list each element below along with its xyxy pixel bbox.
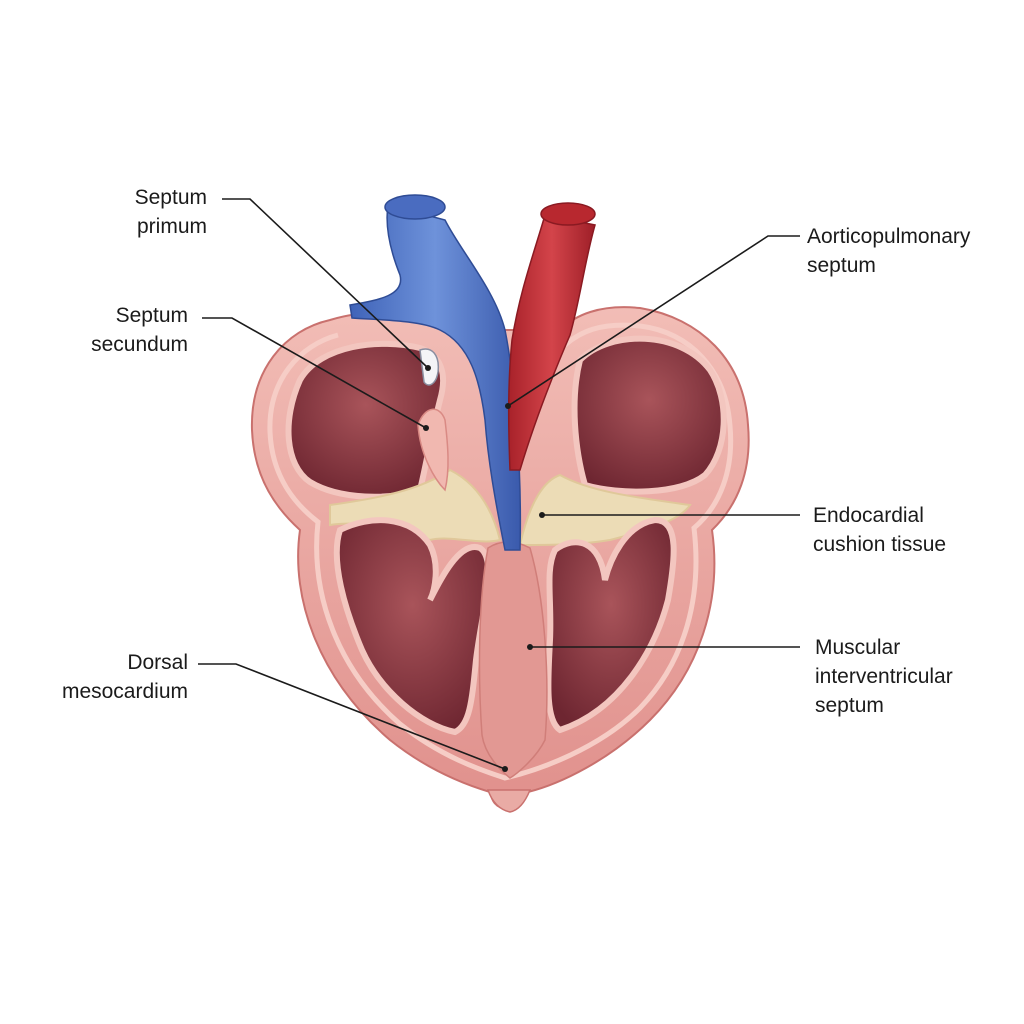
apex-tip: [486, 789, 532, 813]
label-muscular-iv-septum-line1: Muscular: [815, 636, 901, 659]
red-vessel: [507, 214, 596, 471]
label-septum-secundum-line1: Septum: [115, 304, 188, 327]
label-endocardial-cushion: Endocardial cushion tissue: [813, 501, 946, 559]
leader-septum-secundum: [202, 317, 427, 429]
label-endocardial-cushion-line2: cushion tissue: [813, 533, 947, 556]
label-muscular-iv-septum-line3: septum: [815, 694, 884, 717]
leader-aorticopulmonary: [507, 235, 800, 407]
blue-vessel-opening: [384, 194, 446, 220]
label-septum-secundum: Septum secundum: [91, 301, 188, 359]
label-aorticopulmonary-line2: septum: [807, 254, 876, 277]
label-aorticopulmonary-line1: Aorticopulmonary: [807, 225, 971, 248]
blue-vessel: [349, 204, 522, 551]
leader-lines: [198, 198, 800, 770]
label-septum-secundum-line2: secundum: [91, 333, 188, 356]
label-muscular-iv-septum: Muscular interventricular septum: [815, 633, 953, 720]
label-aorticopulmonary-septum: Aorticopulmonary septum: [807, 222, 970, 280]
label-dorsal-mesocardium-line1: Dorsal: [127, 651, 188, 674]
leader-septum-primum: [222, 198, 429, 369]
label-dorsal-mesocardium: Dorsal mesocardium: [62, 648, 188, 706]
leader-endpoints: [423, 365, 545, 772]
label-septum-primum-line1: Septum: [134, 186, 207, 209]
red-vessel-opening: [540, 202, 596, 226]
label-endocardial-cushion-line1: Endocardial: [813, 504, 924, 527]
label-muscular-iv-septum-line2: interventricular: [815, 665, 953, 688]
leader-dorsal-mesocardium: [198, 663, 506, 770]
label-septum-primum: Septum primum: [135, 183, 207, 241]
right-ventricle-chamber: [545, 516, 677, 734]
label-dorsal-mesocardium-line2: mesocardium: [61, 680, 188, 703]
right-atrium-chamber: [571, 335, 727, 495]
muscular-interventricular-septum: [478, 541, 548, 779]
label-septum-primum-line2: primum: [136, 215, 207, 238]
